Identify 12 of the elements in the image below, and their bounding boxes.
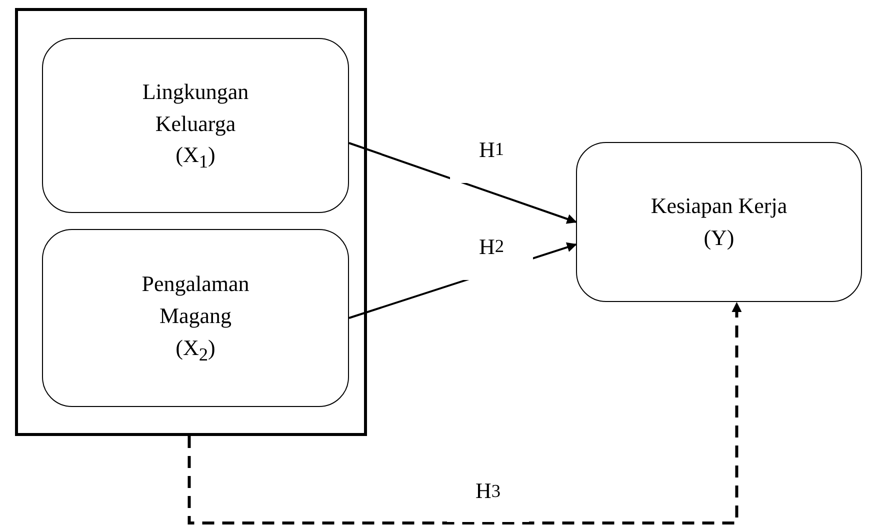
variable-label: Kesiapan Kerja: [650, 192, 788, 220]
variable-label: Pengalaman Magang: [140, 270, 250, 330]
variable-label: (X$_{1}$): [176, 141, 216, 174]
variable-label: Lingkungan Keluarga: [141, 78, 250, 138]
arrow: [348, 142, 577, 224]
variable-box: [576, 142, 862, 302]
group-box: [15, 8, 367, 436]
variable-box: [42, 229, 349, 407]
variable-box: [42, 38, 349, 213]
dashed-arrow: [188, 302, 742, 524]
variable-label: (Y): [704, 224, 734, 252]
variable-label: (X$_{2}$): [176, 334, 216, 366]
